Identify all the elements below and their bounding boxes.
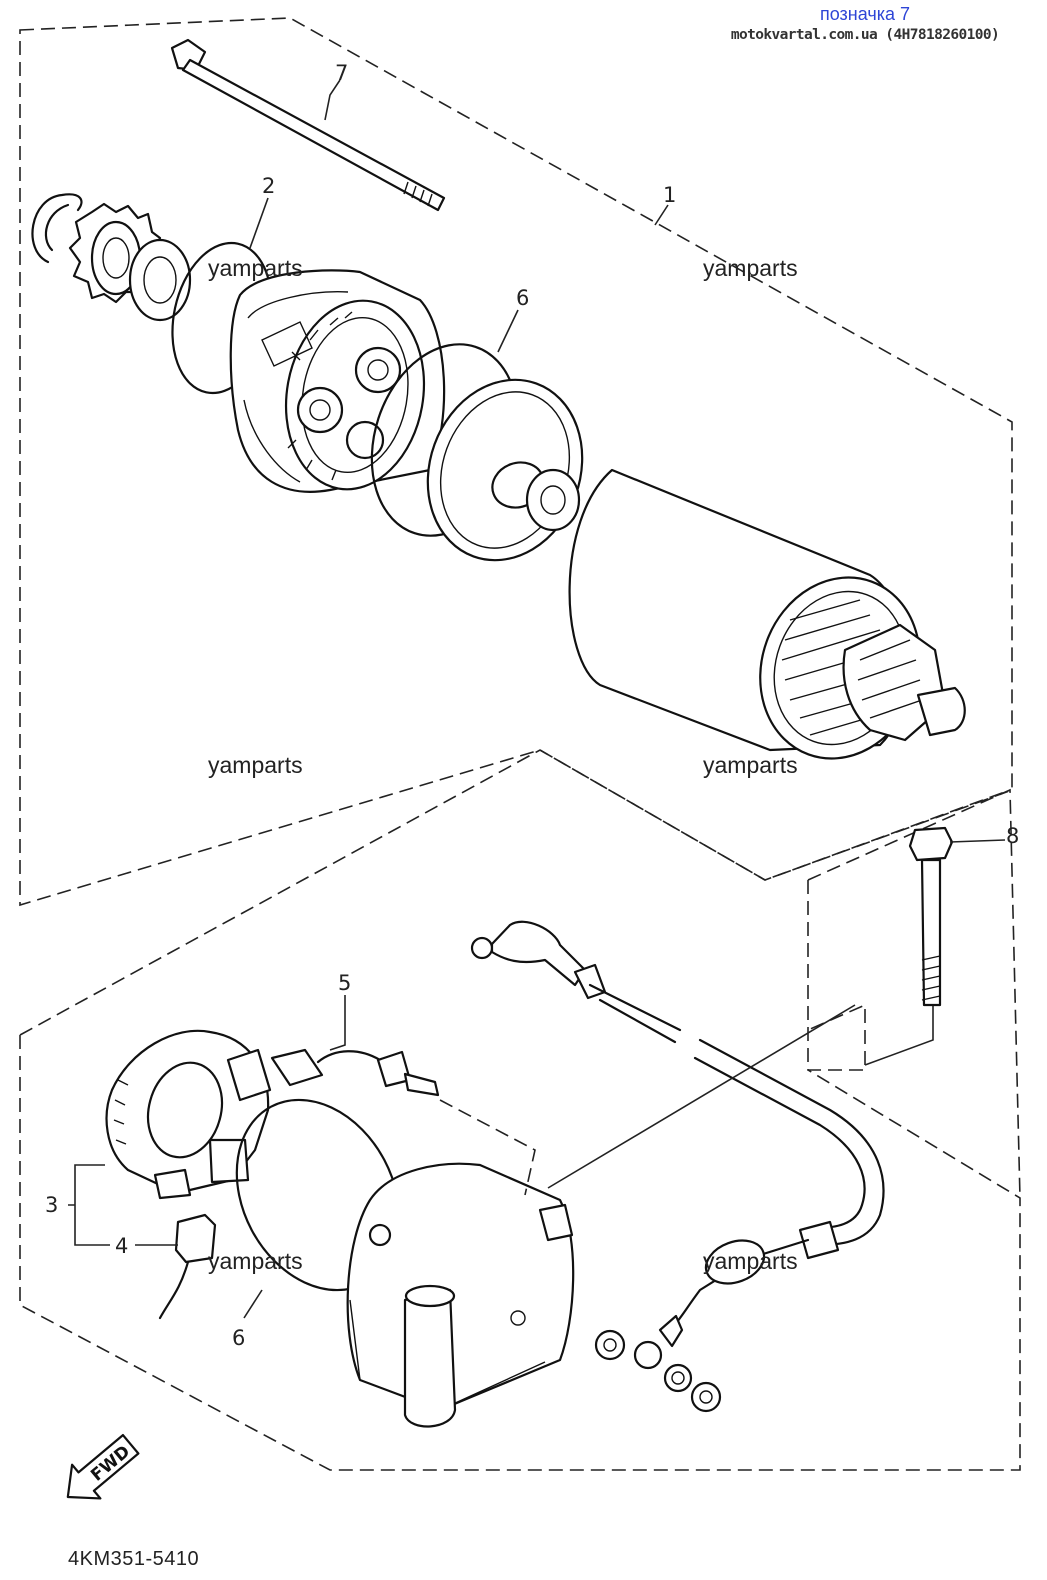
front-cover-gear-housing[interactable] (229, 269, 446, 500)
callout-5[interactable]: 5 (338, 971, 351, 995)
callout-7[interactable]: 7 (335, 61, 348, 85)
watermark-1: yamparts (208, 255, 303, 281)
callout-2[interactable]: 2 (262, 174, 275, 198)
part-3-brush-plate[interactable] (105, 1029, 272, 1200)
leader-7 (324, 79, 341, 121)
diagram-code: 4KM351-5410 (68, 1548, 200, 1570)
leader-2 (249, 197, 269, 249)
starter-lead-cable[interactable] (470, 920, 885, 1370)
watermark-2: yamparts (703, 255, 798, 281)
terminal-nuts-washers[interactable] (594, 1329, 722, 1413)
oil-seal-washer[interactable] (525, 468, 581, 532)
part-5-brush-lead[interactable] (270, 1048, 440, 1097)
part-4-brush-holder[interactable] (158, 1213, 217, 1320)
watermark-4: yamparts (703, 752, 798, 778)
connect-rear-cover (547, 1004, 856, 1189)
alignment-lead (439, 1099, 536, 1196)
upper-group-boundary (19, 17, 1013, 907)
lower-group-boundary (19, 749, 1021, 1471)
rear-cover[interactable] (346, 1162, 575, 1428)
leader-5 (329, 995, 346, 1051)
starter-yoke-armature[interactable] (568, 468, 966, 781)
callout-8[interactable]: 8 (1006, 824, 1019, 848)
circlip[interactable] (31, 193, 83, 264)
leader-6-lower (243, 1289, 263, 1319)
leader-3 (68, 1164, 110, 1246)
watermark-6: yamparts (703, 1248, 798, 1274)
header-source[interactable]: motokvartal.com.ua (4H7818260100) (730, 27, 1000, 43)
callout-4[interactable]: 4 (115, 1234, 128, 1258)
part-8-mounting-bolt[interactable] (908, 826, 954, 1007)
watermark-3: yamparts (208, 752, 303, 778)
callout-3[interactable]: 3 (45, 1193, 58, 1217)
callout-1[interactable]: 1 (663, 183, 676, 207)
bolt8-boundary (807, 788, 1021, 1199)
header-title: позначка 7 (819, 4, 911, 24)
leader-8 (949, 839, 1006, 843)
bolt8-leader-path (864, 1005, 934, 1066)
callout-6-upper[interactable]: 6 (516, 286, 529, 310)
part-7-through-bolt[interactable] (170, 38, 446, 212)
leader-1 (654, 204, 669, 226)
fwd-direction-arrow: FWD (66, 1433, 140, 1500)
leader-6-upper (497, 309, 519, 353)
callout-6-lower[interactable]: 6 (232, 1326, 245, 1350)
watermark-5: yamparts (208, 1248, 303, 1274)
thrust-washer[interactable] (128, 238, 192, 322)
